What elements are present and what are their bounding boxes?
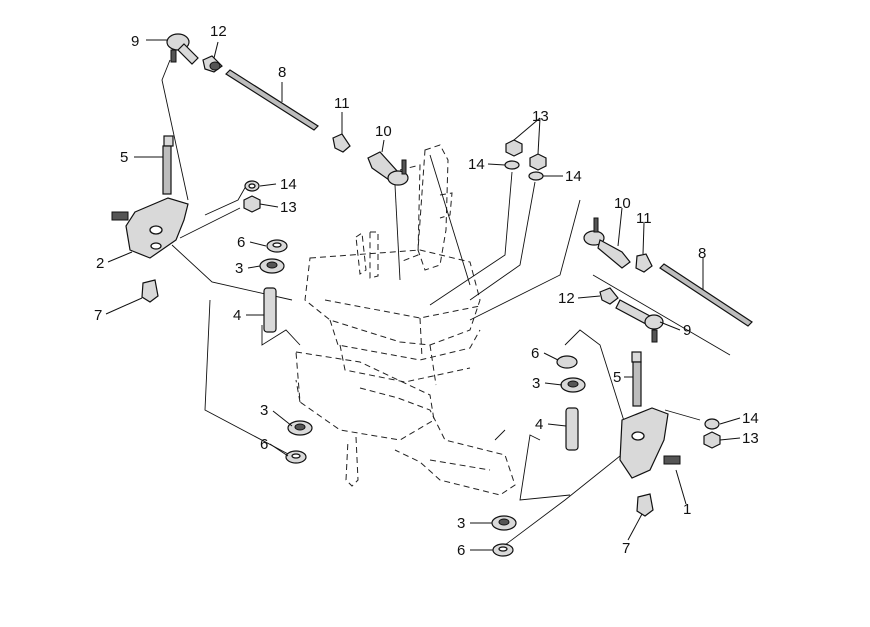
right-knuckle-arm-1 [619,407,681,479]
left-lower-bushing-3 [287,420,313,436]
callout-3: 3 [532,375,540,392]
right-jam-nut-11 [635,253,653,273]
left-tie-rod-end-9 [166,33,199,65]
left-upper-washer-6 [266,239,288,253]
callout-11: 11 [334,95,350,112]
right-nut-13 [703,431,721,449]
right-tie-rod-end-9 [615,299,664,343]
callout-6: 6 [237,234,245,251]
callout-6: 6 [260,436,268,453]
callout-13: 13 [280,199,297,216]
callout-7: 7 [94,307,102,324]
callout-1: 1 [683,501,691,518]
callout-14: 14 [280,176,297,193]
right-grease-fitting-7 [636,493,654,517]
right-upper-washer-6 [556,355,578,369]
left-grease-fitting-7 [141,279,159,303]
callout-11: 11 [636,210,652,227]
left-nut-13 [243,195,261,213]
right-lower-bushing-3 [491,515,517,531]
callout-4: 4 [535,416,543,433]
right-lower-washer-6 [492,543,514,557]
callout-14: 14 [742,410,759,427]
right-bolt-5 [631,351,642,407]
callout-10: 10 [375,123,392,140]
callout-13: 13 [742,430,759,447]
right-washer-14 [704,418,720,430]
callout-4: 4 [233,307,241,324]
right-tie-rod-end-10 [583,217,631,269]
callout-6: 6 [457,542,465,559]
right-tie-rod-8 [659,263,753,327]
callout-7: 7 [622,540,630,557]
left-upper-bushing-3 [259,258,285,274]
callout-9: 9 [683,322,691,339]
right-kingpin-4 [565,407,579,451]
callout-8: 8 [278,64,286,81]
leader-lines [105,39,741,551]
callout-9: 9 [131,33,139,50]
callout-3: 3 [260,402,268,419]
left-tie-rod-sleeve-10 [367,151,409,186]
callout-12: 12 [210,23,227,40]
callout-13: 13 [532,108,549,125]
left-bolt-5 [162,135,174,195]
callout-6: 6 [531,345,539,362]
callout-labels: 9 12 8 11 10 5 14 13 2 7 6 3 4 3 6 13 14… [94,23,759,559]
callout-14: 14 [565,168,582,185]
right-jam-nut-12 [599,287,619,305]
callout-3: 3 [235,260,243,277]
right-upper-bushing-3 [560,377,586,393]
left-jam-nut-12 [202,55,223,73]
frame-outline [161,59,731,546]
callout-5: 5 [613,369,621,386]
callout-8: 8 [698,245,706,262]
callout-12: 12 [558,290,575,307]
callout-14: 14 [468,156,485,173]
callout-10: 10 [614,195,631,212]
callout-2: 2 [96,255,104,272]
left-kingpin-4 [263,287,277,333]
callout-5: 5 [120,149,128,166]
left-washer-14 [244,180,260,192]
left-tie-rod-8 [225,69,319,131]
left-knuckle-arm-2 [111,197,189,259]
callout-3: 3 [457,515,465,532]
left-jam-nut-11 [332,133,351,153]
left-lower-washer-6 [285,450,307,464]
